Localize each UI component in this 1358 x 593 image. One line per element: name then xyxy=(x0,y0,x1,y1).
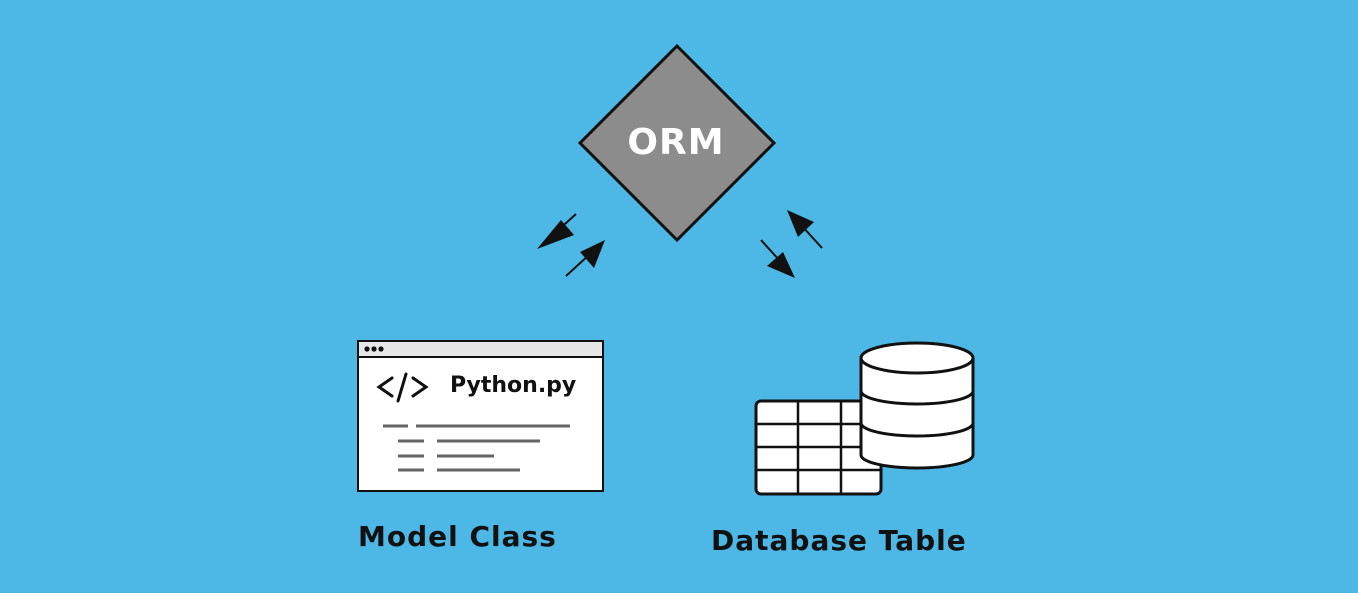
model-class-label: Model Class xyxy=(358,520,557,553)
window-titlebar xyxy=(357,340,604,358)
arrow-database-to-orm xyxy=(787,210,823,249)
arrow-model-to-orm xyxy=(565,240,605,277)
code-brackets-icon xyxy=(376,372,429,403)
orm-label: ORM xyxy=(627,122,725,163)
database-table-label: Database Table xyxy=(711,524,967,557)
window-dot-icon xyxy=(371,346,377,352)
arrow-orm-to-database xyxy=(760,239,795,278)
window-dot-icon xyxy=(378,346,384,352)
code-window xyxy=(357,340,604,492)
database-cylinder-icon xyxy=(859,341,975,470)
code-lines xyxy=(383,424,570,472)
file-name: Python.py xyxy=(450,373,577,398)
orm-diamond xyxy=(577,43,777,243)
window-dot-icon xyxy=(364,346,370,352)
arrow-orm-to-model xyxy=(537,213,577,249)
